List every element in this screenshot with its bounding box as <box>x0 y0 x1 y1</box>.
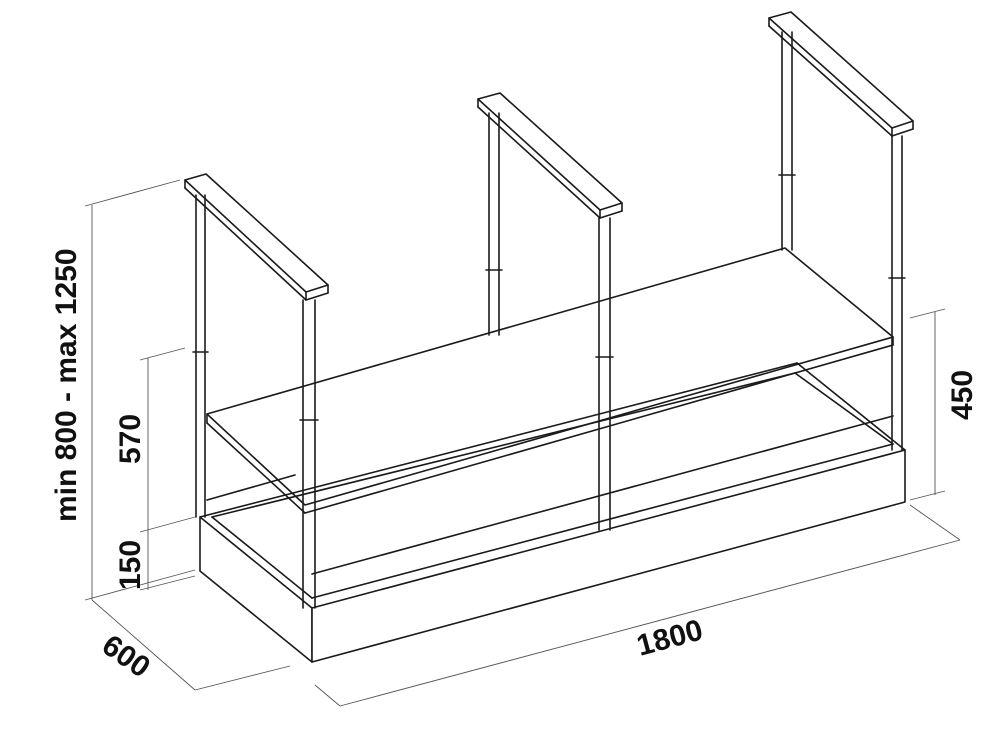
middle-bracket <box>477 92 623 531</box>
left-bracket <box>184 173 329 609</box>
label-upper-height: 570 <box>114 414 147 464</box>
label-height-range: min 800 - max 1250 <box>50 248 83 522</box>
label-depth: 600 <box>96 629 156 685</box>
base-box <box>199 362 906 663</box>
dimension-lines <box>84 179 961 707</box>
label-lower-height: 150 <box>114 540 147 590</box>
label-side-height: 450 <box>946 370 979 420</box>
label-width: 1800 <box>633 614 706 663</box>
right-bracket <box>768 11 914 451</box>
